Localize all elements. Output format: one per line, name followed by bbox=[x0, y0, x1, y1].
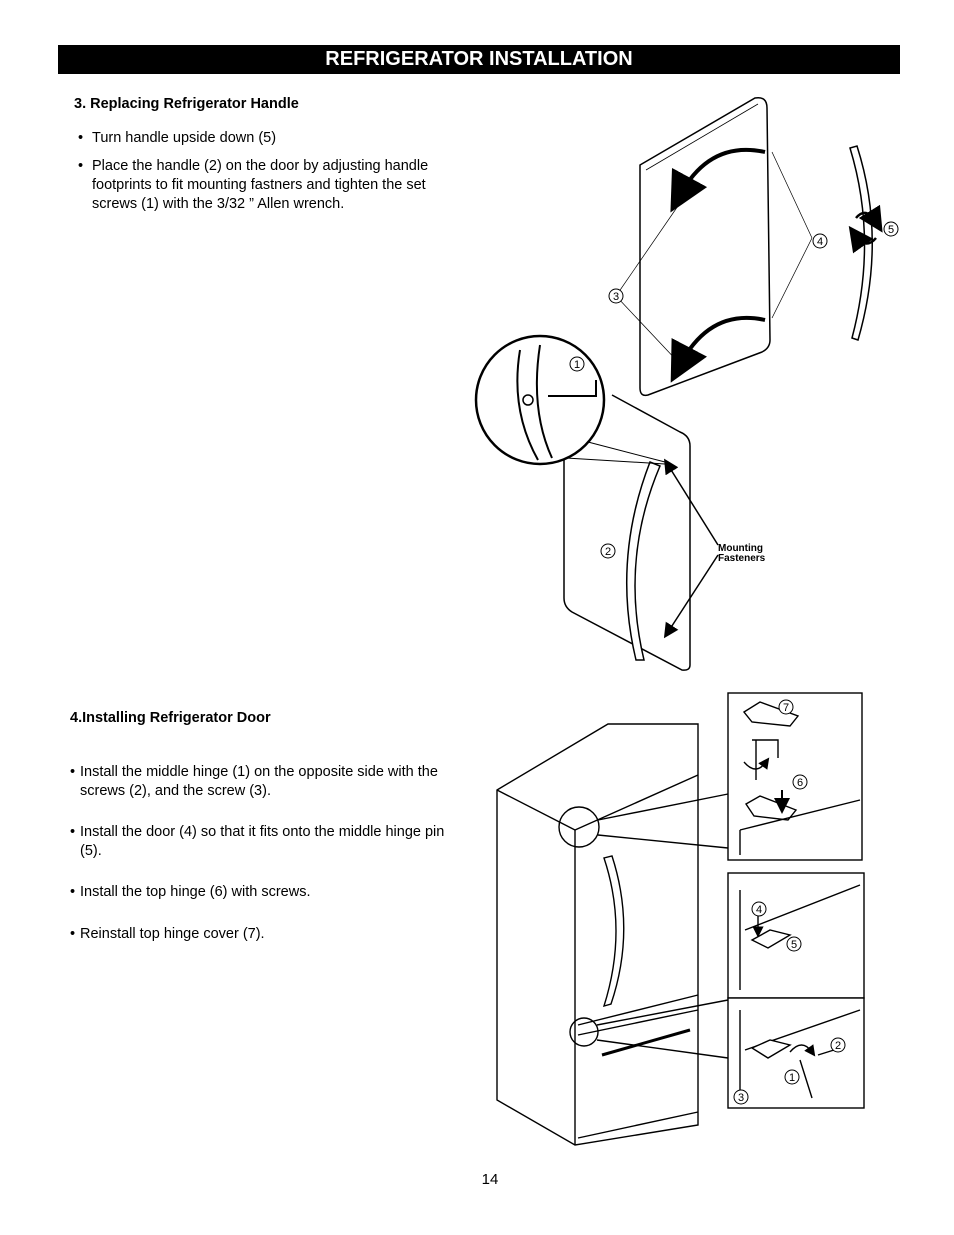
callout-3: 3 bbox=[613, 291, 619, 303]
page-number: 14 bbox=[481, 1171, 499, 1188]
door-callout-4: 4 bbox=[756, 904, 762, 916]
door-callout-7: 7 bbox=[783, 702, 789, 714]
section-3-bullet-2-text: Place the handle (2) on the door by adju… bbox=[92, 158, 429, 212]
mounting-label-line2: Fasteners bbox=[718, 553, 766, 564]
handle-replacement-illustration: 1 2 3 4 5 Mounting Fasteners bbox=[474, 96, 899, 671]
section-3-bullet-2: •Place the handle (2) on the door by adj… bbox=[78, 157, 458, 214]
rotate-arrow-bottom bbox=[670, 315, 766, 383]
section-4-bullet-1-text: Install the middle hinge (1) on the oppo… bbox=[80, 764, 438, 799]
mounted-handle bbox=[625, 461, 661, 661]
page-title-text: REFRIGERATOR INSTALLATION bbox=[325, 48, 633, 70]
section-4-heading: 4.Installing Refrigerator Door bbox=[70, 710, 271, 726]
door-callout-1: 1 bbox=[789, 1072, 795, 1084]
door-callout-6: 6 bbox=[797, 777, 803, 789]
section-3-bullet-1: •Turn handle upside down (5) bbox=[78, 130, 277, 146]
section-3-heading: 3. Replacing Refrigerator Handle bbox=[74, 96, 299, 112]
door-callout-2: 2 bbox=[835, 1040, 841, 1052]
section-4-bullet-3: •Install the top hinge (6) with screws. bbox=[70, 884, 311, 900]
rotate-arrow-top bbox=[670, 147, 766, 213]
section-4-bullet-2-text: Install the door (4) so that it fits ont… bbox=[80, 824, 445, 859]
section-4-bullet-4-text: Reinstall top hinge cover (7). bbox=[80, 926, 265, 942]
door-callout-3: 3 bbox=[738, 1092, 744, 1104]
section-3-bullet-1-text: Turn handle upside down (5) bbox=[92, 130, 277, 146]
mounting-label-line1: Mounting bbox=[718, 543, 763, 554]
page-title: REFRIGERATOR INSTALLATION bbox=[58, 45, 900, 74]
door-installation-illustration: 7 6 4 5 2 1 3 bbox=[496, 692, 865, 1146]
callout-5: 5 bbox=[888, 224, 894, 236]
callout-2: 2 bbox=[605, 546, 611, 558]
callout-1: 1 bbox=[574, 359, 580, 371]
door-callout-5: 5 bbox=[791, 939, 797, 951]
section-4-bullet-4: •Reinstall top hinge cover (7). bbox=[70, 926, 265, 942]
section-4-bullet-3-text: Install the top hinge (6) with screws. bbox=[80, 884, 311, 900]
section-4-bullet-1: •Install the middle hinge (1) on the opp… bbox=[70, 763, 470, 801]
section-4-bullet-2: •Install the door (4) so that it fits on… bbox=[70, 823, 470, 861]
callout-4: 4 bbox=[817, 236, 823, 248]
